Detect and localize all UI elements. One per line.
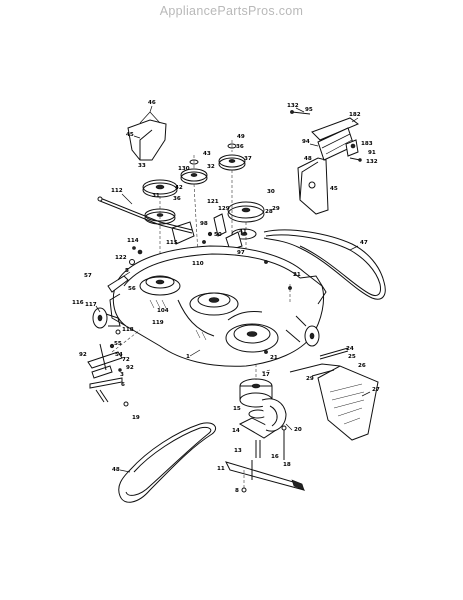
callout-118: 118 bbox=[122, 327, 134, 333]
callout-14: 14 bbox=[232, 428, 240, 434]
callout-20: 20 bbox=[294, 427, 302, 433]
callout-121: 121 bbox=[207, 199, 219, 205]
gauge-wheel-left bbox=[92, 307, 121, 335]
callout-42: 42 bbox=[175, 185, 183, 191]
callout-95: 95 bbox=[305, 107, 313, 113]
callout-97: 97 bbox=[237, 250, 245, 256]
callout-29: 29 bbox=[272, 206, 280, 212]
callout-5: 5 bbox=[125, 268, 129, 274]
callout-28: 28 bbox=[265, 209, 273, 215]
callout-16: 16 bbox=[271, 454, 279, 460]
callout-18: 18 bbox=[283, 462, 291, 468]
callout-labels: 46 45 132 95 182 94 183 91 132 49 43 36 … bbox=[72, 100, 380, 494]
hanger-bracket-left bbox=[87, 329, 141, 407]
callout-182: 182 bbox=[349, 112, 361, 118]
callout-33: 33 bbox=[138, 163, 146, 169]
callout-112: 112 bbox=[111, 188, 123, 194]
callout-57: 57 bbox=[84, 273, 92, 279]
callout-92: 92 bbox=[79, 352, 87, 358]
callout-130: 130 bbox=[178, 166, 190, 172]
callout-46: 46 bbox=[148, 100, 156, 106]
idler-brackets bbox=[171, 213, 243, 251]
mower-blade bbox=[225, 460, 306, 493]
callout-8: 8 bbox=[235, 488, 239, 494]
callout-19: 19 bbox=[132, 415, 140, 421]
callout-129: 129 bbox=[218, 206, 230, 212]
callout-3: 3 bbox=[120, 372, 124, 378]
callout-17: 17 bbox=[262, 372, 270, 378]
callout-92b: 92 bbox=[126, 365, 134, 371]
callout-43: 43 bbox=[203, 151, 211, 157]
callout-48: 48 bbox=[304, 156, 312, 162]
callout-132: 132 bbox=[287, 103, 299, 109]
callout-56: 56 bbox=[128, 286, 136, 292]
callout-117: 117 bbox=[85, 302, 97, 308]
leader-lines bbox=[95, 105, 371, 473]
left-hardware bbox=[129, 246, 143, 265]
callout-48b: 48 bbox=[112, 467, 120, 473]
callout-122: 122 bbox=[115, 255, 127, 261]
belt-guard-right bbox=[297, 157, 329, 215]
callout-29b: 29 bbox=[306, 376, 314, 382]
callout-21: 21 bbox=[293, 272, 301, 278]
callout-110: 110 bbox=[192, 261, 204, 267]
callout-114: 114 bbox=[127, 238, 139, 244]
callout-25: 25 bbox=[348, 354, 356, 360]
callout-98: 98 bbox=[200, 221, 208, 227]
callout-47: 47 bbox=[360, 240, 368, 246]
callout-37: 37 bbox=[244, 156, 252, 162]
callout-6: 6 bbox=[121, 382, 125, 388]
callout-21b: 21 bbox=[270, 355, 278, 361]
callout-132b: 132 bbox=[366, 159, 378, 165]
idler-arm-assembly bbox=[290, 110, 362, 162]
callout-49: 49 bbox=[237, 134, 245, 140]
mower-deck-housing bbox=[107, 245, 327, 367]
drive-belt-upper bbox=[263, 229, 386, 300]
linkage-rod bbox=[97, 196, 193, 234]
callout-104: 104 bbox=[157, 308, 169, 314]
callout-183: 183 bbox=[361, 141, 373, 147]
callout-116: 116 bbox=[72, 300, 84, 306]
site-watermark: AppliancePartsPros.com bbox=[159, 4, 304, 18]
callout-13: 13 bbox=[234, 448, 242, 454]
right-hardware bbox=[264, 260, 292, 354]
callout-11: 11 bbox=[217, 466, 225, 472]
callout-26: 26 bbox=[358, 363, 366, 369]
callout-36: 36 bbox=[236, 144, 244, 150]
callout-94: 94 bbox=[302, 139, 310, 145]
callout-41: 41 bbox=[239, 229, 247, 235]
discharge-chute bbox=[261, 347, 379, 441]
callout-32: 32 bbox=[207, 164, 215, 170]
callout-31: 31 bbox=[152, 193, 160, 199]
callout-30: 30 bbox=[267, 189, 275, 195]
callout-27: 27 bbox=[372, 387, 380, 393]
callout-36b: 36 bbox=[173, 196, 181, 202]
callout-115: 115 bbox=[166, 240, 178, 246]
callout-119: 119 bbox=[152, 320, 164, 326]
pulley-stack bbox=[142, 140, 265, 300]
callout-45b: 45 bbox=[330, 186, 338, 192]
callout-91: 91 bbox=[368, 150, 376, 156]
callout-55: 55 bbox=[114, 341, 122, 347]
callout-72: 72 bbox=[122, 357, 130, 363]
callout-15: 15 bbox=[233, 406, 241, 412]
gauge-wheel-right bbox=[295, 315, 320, 347]
belt-guard-left bbox=[127, 111, 167, 161]
callout-54: 54 bbox=[115, 352, 123, 358]
callout-24: 24 bbox=[346, 346, 354, 352]
callout-50: 50 bbox=[214, 232, 222, 238]
drive-belt-lower bbox=[118, 422, 216, 503]
callout-1: 1 bbox=[186, 354, 190, 360]
callout-45: 45 bbox=[126, 132, 134, 138]
